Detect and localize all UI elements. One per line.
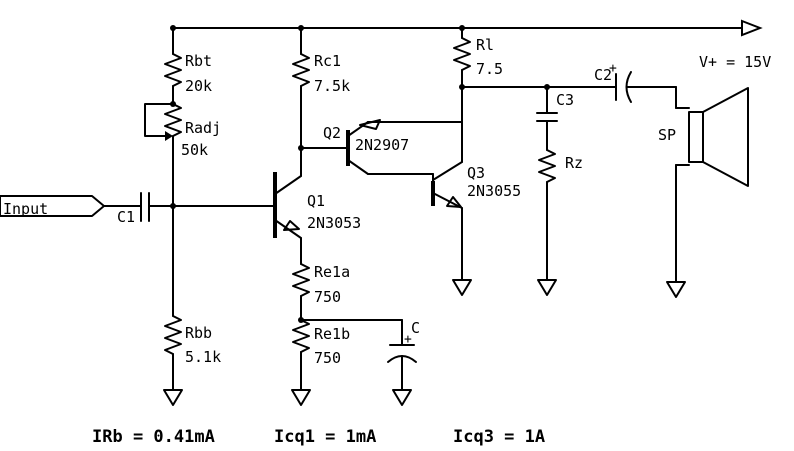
- rbb-name: Rbb: [185, 324, 212, 342]
- ground-icon: [666, 281, 686, 298]
- q2-emitter-arrow-icon: [359, 119, 381, 130]
- c3-label: C3: [556, 91, 574, 109]
- rbt-value: 20k: [185, 77, 212, 95]
- c-label: C: [411, 319, 420, 337]
- supply-rail: [172, 19, 763, 37]
- junction-dots: [170, 25, 550, 323]
- re1a-name: Re1a: [314, 263, 350, 281]
- rc1-name: Rc1: [314, 52, 341, 70]
- input-label: Input: [3, 200, 48, 218]
- rl-resistor: [453, 27, 471, 123]
- q2-transistor: [346, 119, 463, 182]
- c-bypass-capacitor: [300, 319, 417, 391]
- note-icq3: Icq3 = 1A: [453, 427, 545, 447]
- rl-name: Rl: [476, 36, 494, 54]
- c-plus: +: [404, 332, 412, 347]
- note-icq1: Icq1 = 1mA: [274, 427, 376, 447]
- c2-plus: +: [609, 61, 617, 76]
- q3-name: Q3: [467, 164, 485, 182]
- radj-potentiometer: [144, 103, 182, 317]
- re1b-resistor: [292, 319, 310, 391]
- radj-name: Radj: [185, 119, 221, 137]
- re1a-value: 750: [314, 288, 341, 306]
- ground-icon: [537, 279, 557, 296]
- ground-icon: [452, 279, 472, 296]
- c2-capacitor: [615, 71, 677, 109]
- supply-label: V+ = 15V: [699, 53, 771, 71]
- c1-capacitor: [140, 192, 174, 222]
- rbt-name: Rbt: [185, 52, 212, 70]
- c1-label: C1: [117, 208, 135, 226]
- sp-label: SP: [658, 126, 676, 144]
- re1a-resistor: [292, 237, 310, 321]
- q1-part: 2N3053: [307, 214, 361, 232]
- re1b-name: Re1b: [314, 325, 350, 343]
- input-port-icon: [0, 195, 105, 217]
- rc1-value: 7.5k: [314, 77, 350, 95]
- q1-transistor: [273, 172, 302, 239]
- radj-value: 50k: [181, 141, 208, 159]
- ground-icon: [163, 389, 183, 406]
- ground-icon: [392, 389, 412, 406]
- wiper-arrow-icon: [165, 131, 173, 141]
- speaker-icon: [702, 87, 749, 187]
- q3-emitter-arrow-icon: [446, 196, 462, 208]
- rl-value: 7.5: [476, 60, 503, 78]
- speaker: [675, 87, 749, 283]
- re1b-value: 750: [314, 349, 341, 367]
- rc1-resistor: [292, 27, 310, 177]
- q3-transistor: [431, 121, 463, 281]
- rz-label: Rz: [565, 154, 583, 172]
- ground-icon: [291, 389, 311, 406]
- q3-part: 2N3055: [467, 182, 521, 200]
- c2-label: C2: [594, 66, 612, 84]
- input-port: [0, 195, 142, 217]
- q1-emitter-arrow-icon: [283, 220, 300, 231]
- supply-arrow-icon: [741, 19, 763, 37]
- rbb-value: 5.1k: [185, 348, 221, 366]
- rbb-resistor: [164, 315, 182, 391]
- q2-name: Q2: [323, 124, 341, 142]
- note-irb: IRb = 0.41mA: [92, 427, 215, 447]
- rz-resistor: [538, 149, 556, 281]
- rbt-resistor: [164, 27, 182, 105]
- q2-part: 2N2907: [355, 136, 409, 154]
- q1-name: Q1: [307, 192, 325, 210]
- c3-capacitor: [536, 86, 558, 151]
